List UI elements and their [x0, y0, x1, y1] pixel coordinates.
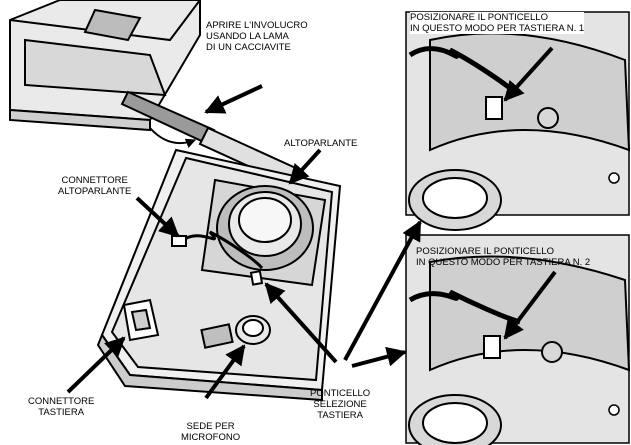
arrow-jumper-select [264, 282, 338, 364]
jumper-icon [249, 270, 264, 286]
label-keypad-connector: CONNETTORE TASTIERA [28, 396, 94, 418]
label-mic-seat-line-2: MICROFONO [181, 432, 241, 443]
arrow-speaker [288, 148, 322, 185]
arrow-mic-seat [204, 344, 246, 400]
label-jumper-position-2-line-2: IN QUESTO MODO PER TASTIERA N. 2 [416, 257, 591, 268]
arrow-jumper-1 [503, 46, 554, 102]
arrow-jumper-2 [503, 270, 557, 340]
label-speaker: ALTOPARLANTE [284, 138, 357, 149]
arrow-open-case [204, 84, 263, 114]
jumper-position-1-icon [485, 96, 503, 120]
microphone-seat-icon [235, 315, 271, 345]
label-speaker-connector: CONNETTORE ALTOPARLANTE [58, 175, 131, 197]
label-jumper-select-line-3: TASTIERA [317, 410, 363, 421]
label-speaker-connector-line-1: CONNETTORE [61, 175, 128, 186]
arrow-keypad-connector [66, 336, 126, 394]
label-open-case-line-3: DI UN CACCIAVITE [206, 42, 291, 53]
label-jumper-select: PONTICELLO SELEZIONE TASTIERA [310, 388, 370, 421]
speaker-icon [200, 178, 327, 287]
label-open-case-line-2: USANDO LA LAMA [206, 31, 289, 42]
keypad-connector-icon [122, 298, 160, 342]
zoom-panel-2 [405, 234, 631, 445]
arrow-speaker-connector [135, 196, 180, 238]
label-jumper-position-1: POSIZIONARE IL PONTICELLO IN QUESTO MODO… [410, 12, 585, 34]
label-keypad-connector-line-1: CONNETTORE [28, 396, 95, 407]
label-jumper-position-1-line-1: POSIZIONARE IL PONTICELLO [410, 12, 548, 23]
label-jumper-select-line-2: SELEZIONE [313, 399, 367, 410]
label-open-case-line-1: APRIRE L'INVOLUCRO [206, 20, 308, 31]
label-jumper-position-2-line-1: POSIZIONARE IL PONTICELLO [416, 246, 554, 257]
label-speaker-line-1: ALTOPARLANTE [284, 138, 358, 149]
zoom-panel-1 [405, 11, 631, 231]
arrow-to-panel-1 [343, 220, 422, 361]
label-mic-seat-line-1: SEDE PER [186, 421, 235, 432]
closed-case-illustration [9, 0, 201, 132]
arrow-to-panel-2 [351, 346, 407, 368]
label-jumper-select-line-1: PONTICELLO [310, 388, 371, 399]
label-speaker-connector-line-2: ALTOPARLANTE [58, 186, 132, 197]
label-mic-seat: SEDE PER MICROFONO [181, 421, 240, 443]
label-keypad-connector-line-2: TASTIERA [38, 407, 85, 418]
label-jumper-position-2: POSIZIONARE IL PONTICELLO IN QUESTO MODO… [416, 246, 590, 268]
jumper-position-2-icon [483, 335, 501, 359]
label-jumper-position-1-line-2: IN QUESTO MODO PER TASTIERA N. 1 [410, 23, 585, 34]
chip-icon [200, 323, 234, 349]
label-open-case: APRIRE L'INVOLUCRO USANDO LA LAMA DI UN … [206, 20, 308, 53]
